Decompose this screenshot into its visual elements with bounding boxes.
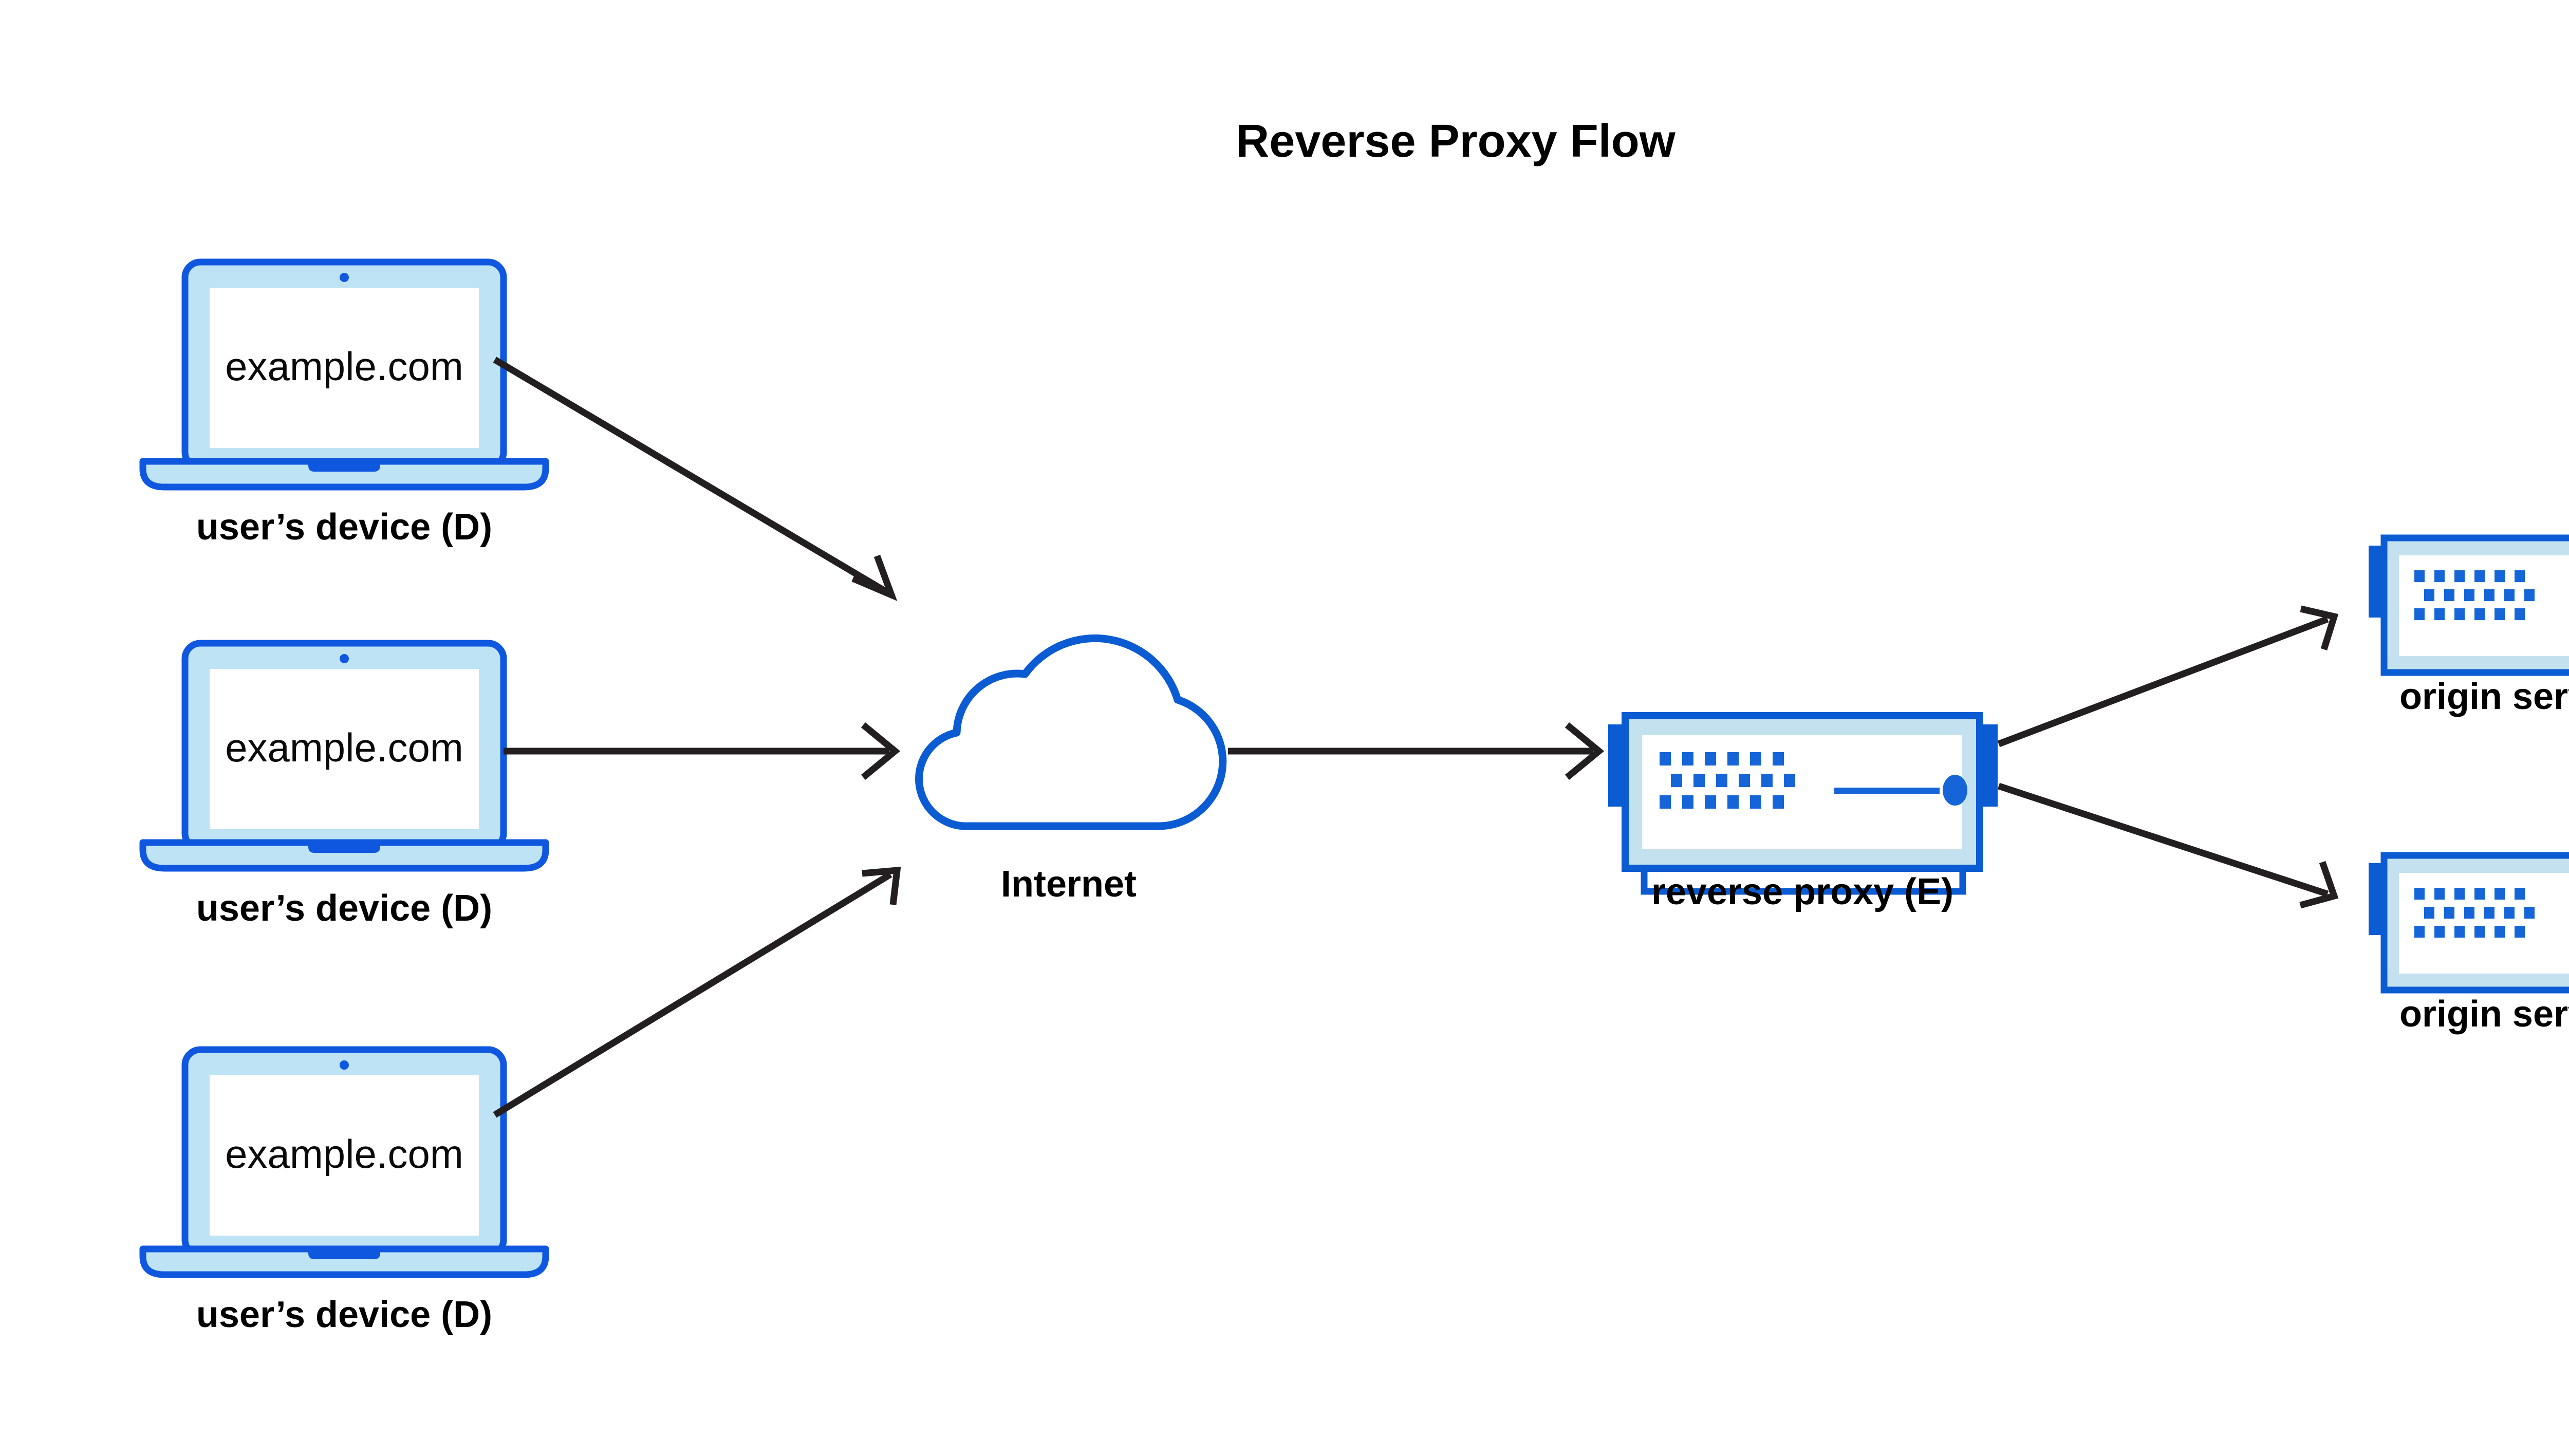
- page-title: Reverse Proxy Flow: [1236, 116, 1676, 167]
- server-base-shelf: [1641, 865, 1966, 895]
- arrow-head-icon: [861, 722, 901, 780]
- server-vent-grid: [2414, 570, 2535, 620]
- laptop-base: [139, 1245, 549, 1278]
- origin-server-1-node[interactable]: origin server (F): [2369, 534, 2569, 717]
- laptop-screen: [210, 288, 479, 448]
- server-status-line: [1834, 788, 1940, 794]
- server-vent-grid: [2414, 888, 2535, 938]
- arrow-line: [1997, 615, 2329, 748]
- arrow-line: [493, 357, 887, 594]
- arrow-line: [1997, 782, 2329, 898]
- cloud-icon: [915, 634, 1227, 830]
- laptop-base: [139, 458, 549, 491]
- laptop-screen-text: example.com: [225, 725, 463, 770]
- device-1-label: user’s device (D): [196, 507, 492, 548]
- internet-cloud-node[interactable]: Internet: [915, 634, 1227, 905]
- arrow-head-icon: [862, 866, 901, 905]
- edge-proxy-to-origin1: [1997, 605, 2339, 748]
- arrow-head-icon: [851, 554, 898, 601]
- edge-device3-to-cloud: [493, 866, 901, 1118]
- reverse-proxy-node[interactable]: reverse proxy (E): [1608, 712, 1998, 912]
- laptop-screen: [210, 669, 479, 829]
- laptop-device-1[interactable]: example.com user’s device (D): [139, 258, 549, 548]
- server-vent-grid: [1660, 752, 1795, 809]
- laptop-base-notch: [308, 1249, 380, 1259]
- origin-server-1-label: origin server (F): [2399, 676, 2569, 717]
- edge-cloud-to-proxy: [1228, 722, 1605, 780]
- arrow-head-icon: [1565, 722, 1605, 780]
- laptop-screen-text: example.com: [225, 1131, 463, 1177]
- device-2-label: user’s device (D): [196, 888, 492, 929]
- laptop-camera-icon: [340, 273, 349, 282]
- origin-server-2-label: origin server (F): [2399, 994, 2569, 1035]
- arrow-head-icon: [2300, 605, 2339, 650]
- device-3-label: user’s device (D): [196, 1294, 492, 1335]
- reverse-proxy-label: reverse proxy (E): [1651, 871, 1953, 912]
- laptop-device-2[interactable]: example.com user’s device (D): [139, 640, 549, 929]
- arrow-line: [493, 871, 892, 1118]
- laptop-base-notch: [308, 461, 380, 472]
- laptop-device-3[interactable]: example.com user’s device (D): [139, 1046, 549, 1335]
- origin-server-2-node[interactable]: origin server (F): [2369, 852, 2569, 1035]
- arrow-head-icon: [2299, 861, 2339, 909]
- laptop-camera-icon: [340, 1060, 349, 1070]
- laptop-base-notch: [308, 843, 380, 853]
- server-status-led-icon: [1943, 775, 1967, 806]
- laptop-camera-icon: [340, 654, 349, 663]
- edge-device2-to-cloud: [504, 722, 901, 780]
- edge-device1-to-cloud: [493, 357, 898, 601]
- edge-proxy-to-origin2: [1997, 782, 2339, 909]
- laptop-screen-text: example.com: [225, 344, 463, 389]
- cloud-label: Internet: [1001, 864, 1137, 905]
- laptop-base: [139, 839, 549, 872]
- laptop-screen: [210, 1075, 479, 1236]
